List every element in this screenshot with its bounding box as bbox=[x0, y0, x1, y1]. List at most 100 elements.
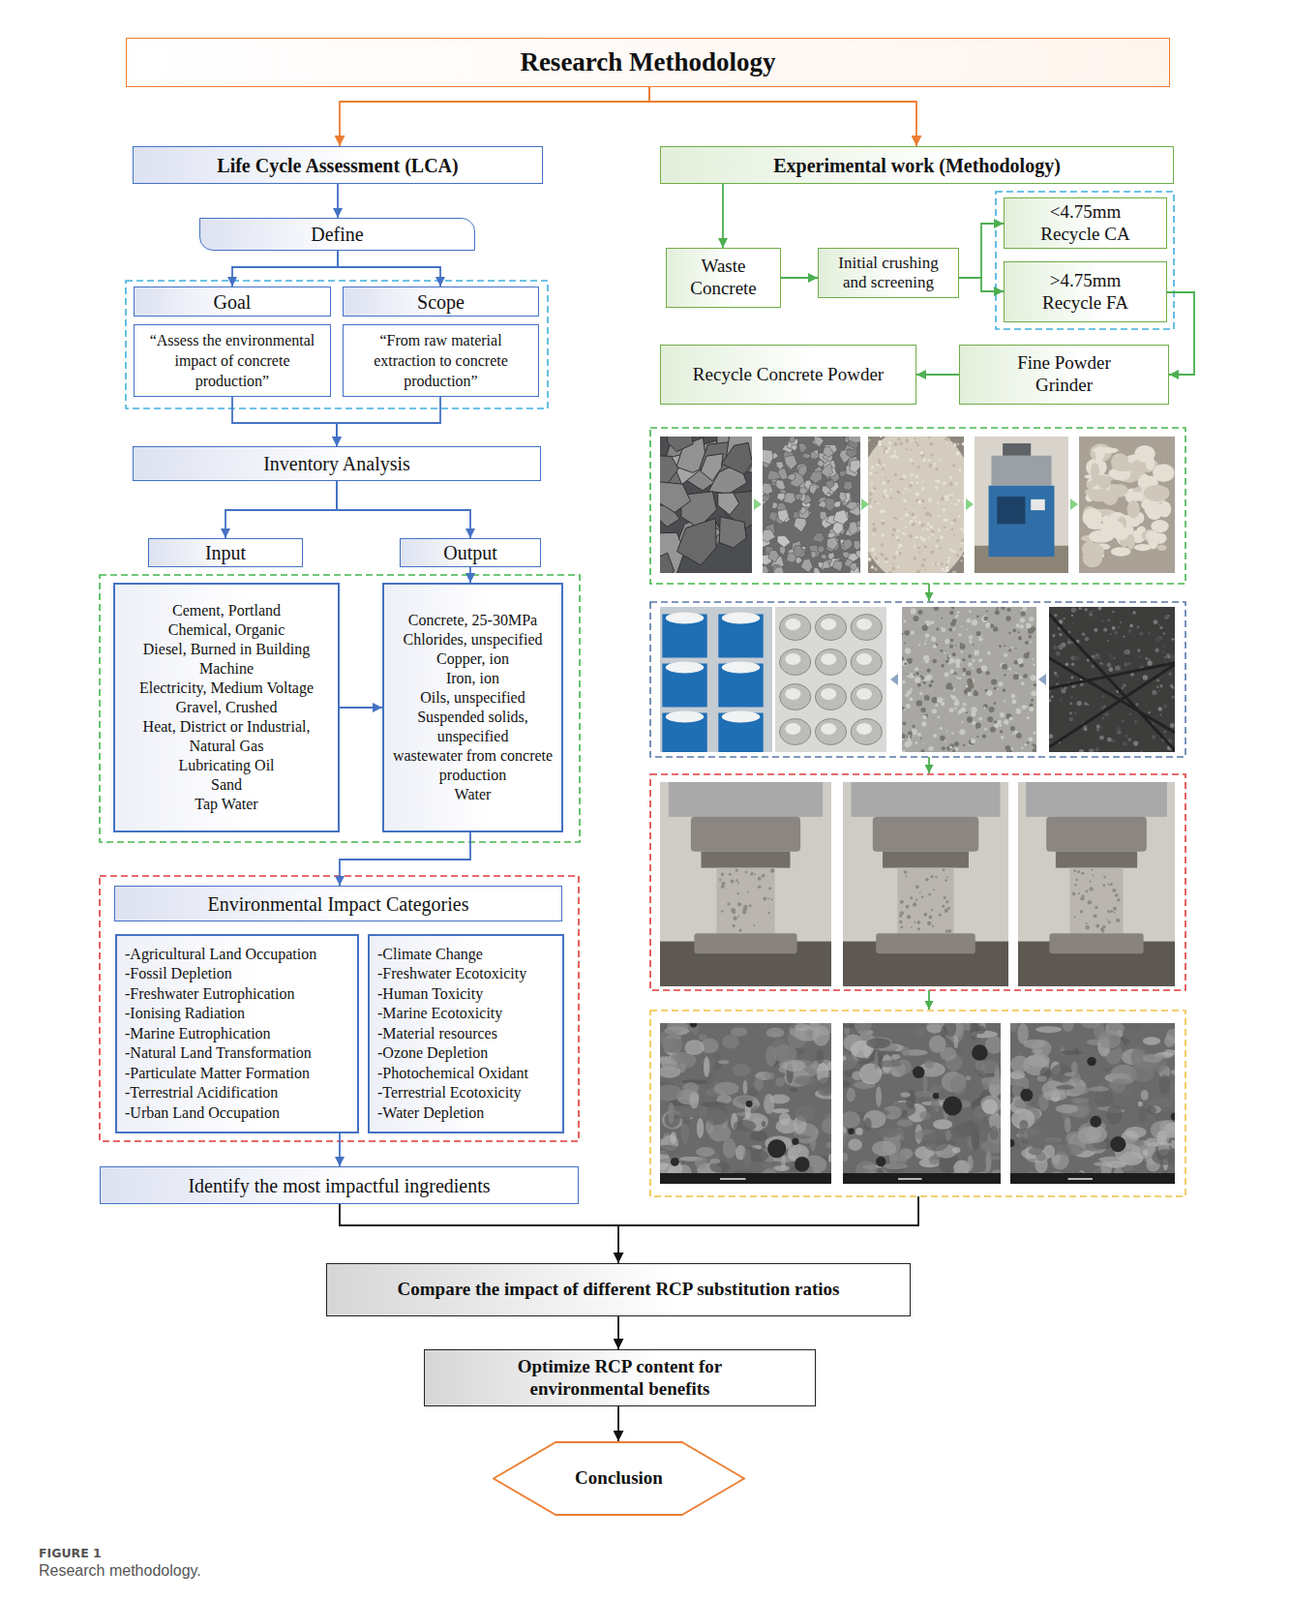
photo-detail bbox=[1073, 869, 1077, 872]
photo-detail bbox=[928, 683, 932, 688]
photo-detail bbox=[728, 872, 732, 876]
photo-detail bbox=[897, 547, 900, 550]
photo-detail bbox=[1005, 745, 1012, 751]
photo-detail bbox=[1143, 484, 1170, 503]
photo-detail bbox=[868, 436, 964, 573]
photo-detail bbox=[1147, 660, 1153, 666]
photo-detail bbox=[998, 644, 1002, 648]
photo-detail bbox=[768, 1078, 773, 1086]
photo-detail bbox=[1109, 654, 1114, 660]
photo-detail bbox=[777, 509, 789, 523]
photo-detail bbox=[819, 510, 828, 521]
photo-detail bbox=[1010, 1139, 1015, 1147]
node-text: -Freshwater Eutrophication bbox=[124, 984, 296, 1005]
photo-detail bbox=[923, 507, 926, 510]
connector bbox=[232, 396, 337, 447]
photo-detail bbox=[820, 688, 837, 700]
photo-detail bbox=[1157, 544, 1168, 551]
photo-detail bbox=[962, 530, 964, 533]
photo-detail bbox=[927, 536, 930, 540]
photo-detail bbox=[914, 741, 918, 745]
photo-detail bbox=[921, 896, 925, 900]
photo-detail bbox=[923, 912, 928, 917]
photo-detail bbox=[1105, 1022, 1125, 1036]
photo-detail bbox=[983, 703, 989, 709]
photo-detail bbox=[871, 1140, 897, 1157]
node-text: Chlorides, unspecified bbox=[403, 630, 543, 650]
photo-detail bbox=[887, 446, 891, 450]
photo-detail bbox=[952, 628, 956, 631]
photo-detail bbox=[890, 496, 894, 500]
process-box: “From raw material extraction to concret… bbox=[342, 324, 540, 397]
photo-detail bbox=[952, 463, 956, 467]
photo-detail bbox=[784, 722, 801, 735]
node-text: “Assess the environmental impact of conc… bbox=[142, 330, 323, 391]
photo-detail bbox=[877, 458, 881, 462]
photo-detail bbox=[939, 726, 943, 730]
photo bbox=[1010, 1022, 1175, 1184]
node-text: -Photochemical Oxidant bbox=[377, 1063, 529, 1084]
photo-detail bbox=[1019, 675, 1022, 679]
photo-detail bbox=[872, 533, 875, 536]
photo-detail bbox=[1134, 1140, 1144, 1147]
photo-detail bbox=[1075, 656, 1080, 661]
photo-detail bbox=[1049, 665, 1051, 668]
photo-detail bbox=[920, 536, 923, 539]
photo-detail bbox=[893, 555, 897, 559]
photo-detail bbox=[895, 536, 899, 540]
photo-detail bbox=[952, 652, 957, 657]
photo-detail bbox=[850, 719, 882, 746]
photo-detail bbox=[961, 658, 965, 661]
photo-detail bbox=[820, 554, 828, 560]
photo-detail bbox=[872, 816, 979, 852]
photo-detail bbox=[773, 567, 784, 574]
photo-detail bbox=[913, 544, 916, 547]
photo-detail bbox=[917, 500, 922, 505]
photo-detail bbox=[978, 717, 983, 721]
photo-detail bbox=[1049, 932, 1143, 954]
photo-detail bbox=[944, 494, 949, 499]
photo-detail bbox=[1124, 1126, 1147, 1139]
photo-detail bbox=[661, 1058, 678, 1072]
node-text: -Freshwater Ecotoxicity bbox=[377, 963, 527, 985]
photo-detail bbox=[1110, 685, 1113, 688]
photo-detail bbox=[999, 712, 1005, 718]
process-box: Inventory Analysis bbox=[132, 446, 541, 481]
photo-detail bbox=[1093, 913, 1098, 918]
photo bbox=[901, 606, 1037, 752]
process-box: Optimize RCP content for environmental b… bbox=[423, 1349, 816, 1407]
photo-detail bbox=[1018, 630, 1020, 633]
photo-detail bbox=[879, 551, 883, 555]
photo-detail bbox=[667, 1102, 675, 1124]
photo-detail bbox=[960, 625, 963, 628]
node-text: Waste Concrete bbox=[674, 255, 773, 300]
photo-detail bbox=[910, 439, 914, 443]
photo-detail bbox=[912, 901, 917, 906]
photo-detail bbox=[1068, 1177, 1094, 1180]
photo-detail bbox=[817, 501, 827, 509]
photo-detail bbox=[1147, 630, 1151, 634]
photo-detail bbox=[794, 1105, 816, 1121]
photo-detail bbox=[866, 1037, 891, 1049]
connector bbox=[959, 223, 1004, 278]
photo-detail bbox=[1171, 637, 1175, 641]
node-text: Inventory Analysis bbox=[263, 451, 411, 476]
photo-detail bbox=[1111, 888, 1116, 893]
photo-detail bbox=[1084, 636, 1089, 641]
photo-detail bbox=[956, 553, 960, 557]
node-text: Conclusion bbox=[574, 1467, 663, 1490]
photo-detail bbox=[682, 1081, 699, 1094]
photo-detail bbox=[1030, 674, 1037, 681]
photo bbox=[842, 781, 1009, 987]
photo-detail bbox=[951, 606, 956, 610]
process-box: Recycle Concrete Powder bbox=[660, 344, 917, 405]
photo bbox=[842, 1022, 1001, 1184]
photo-detail bbox=[1116, 898, 1120, 901]
photo-detail bbox=[924, 544, 928, 548]
photo-detail bbox=[923, 539, 927, 542]
photo-detail bbox=[1167, 655, 1171, 660]
photo-detail bbox=[851, 1070, 863, 1080]
photo-detail bbox=[1100, 519, 1125, 537]
photo-detail bbox=[953, 518, 957, 522]
